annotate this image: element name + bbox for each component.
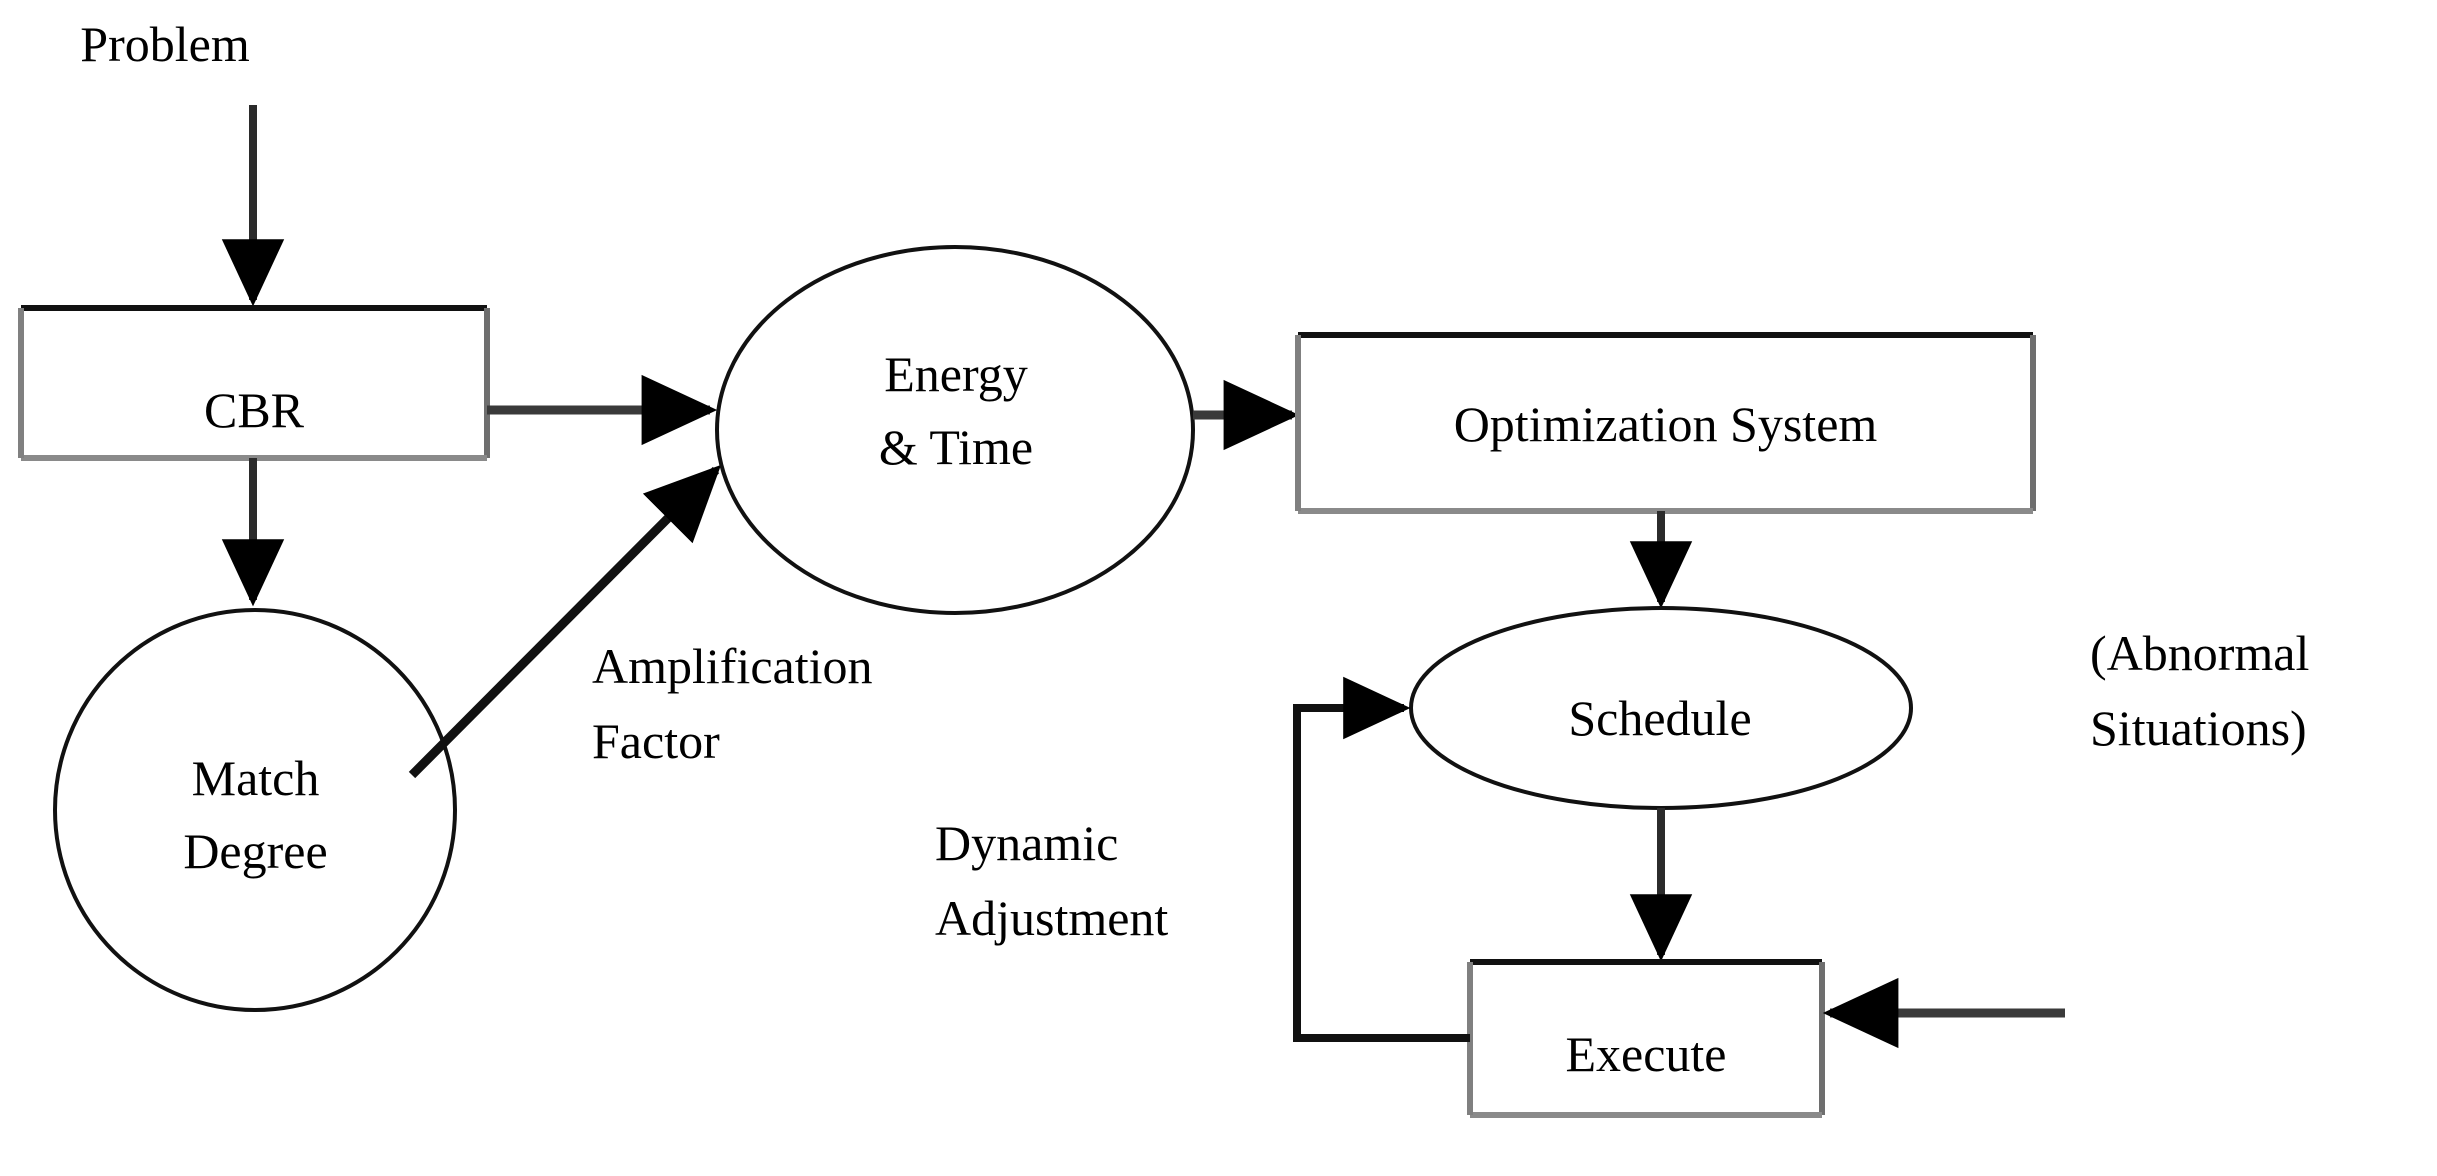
edge-label-dynamic-adjustment: Dynamic Adjustment [935,815,1169,946]
node-energy-time[interactable] [717,247,1193,613]
edge-match-to-energy [408,464,722,779]
node-match-degree[interactable] [55,610,455,1010]
node-cbr[interactable] [21,308,487,458]
node-label-problem: Problem [80,16,250,72]
edge-label-amplification-factor: Amplification Factor [592,638,873,769]
node-optimization-system[interactable] [1298,335,2033,511]
node-execute[interactable] [1470,962,1822,1115]
node-schedule[interactable] [1411,608,1911,808]
edge-label-abnormal-situations: (Abnormal Situations) [2090,625,2310,756]
